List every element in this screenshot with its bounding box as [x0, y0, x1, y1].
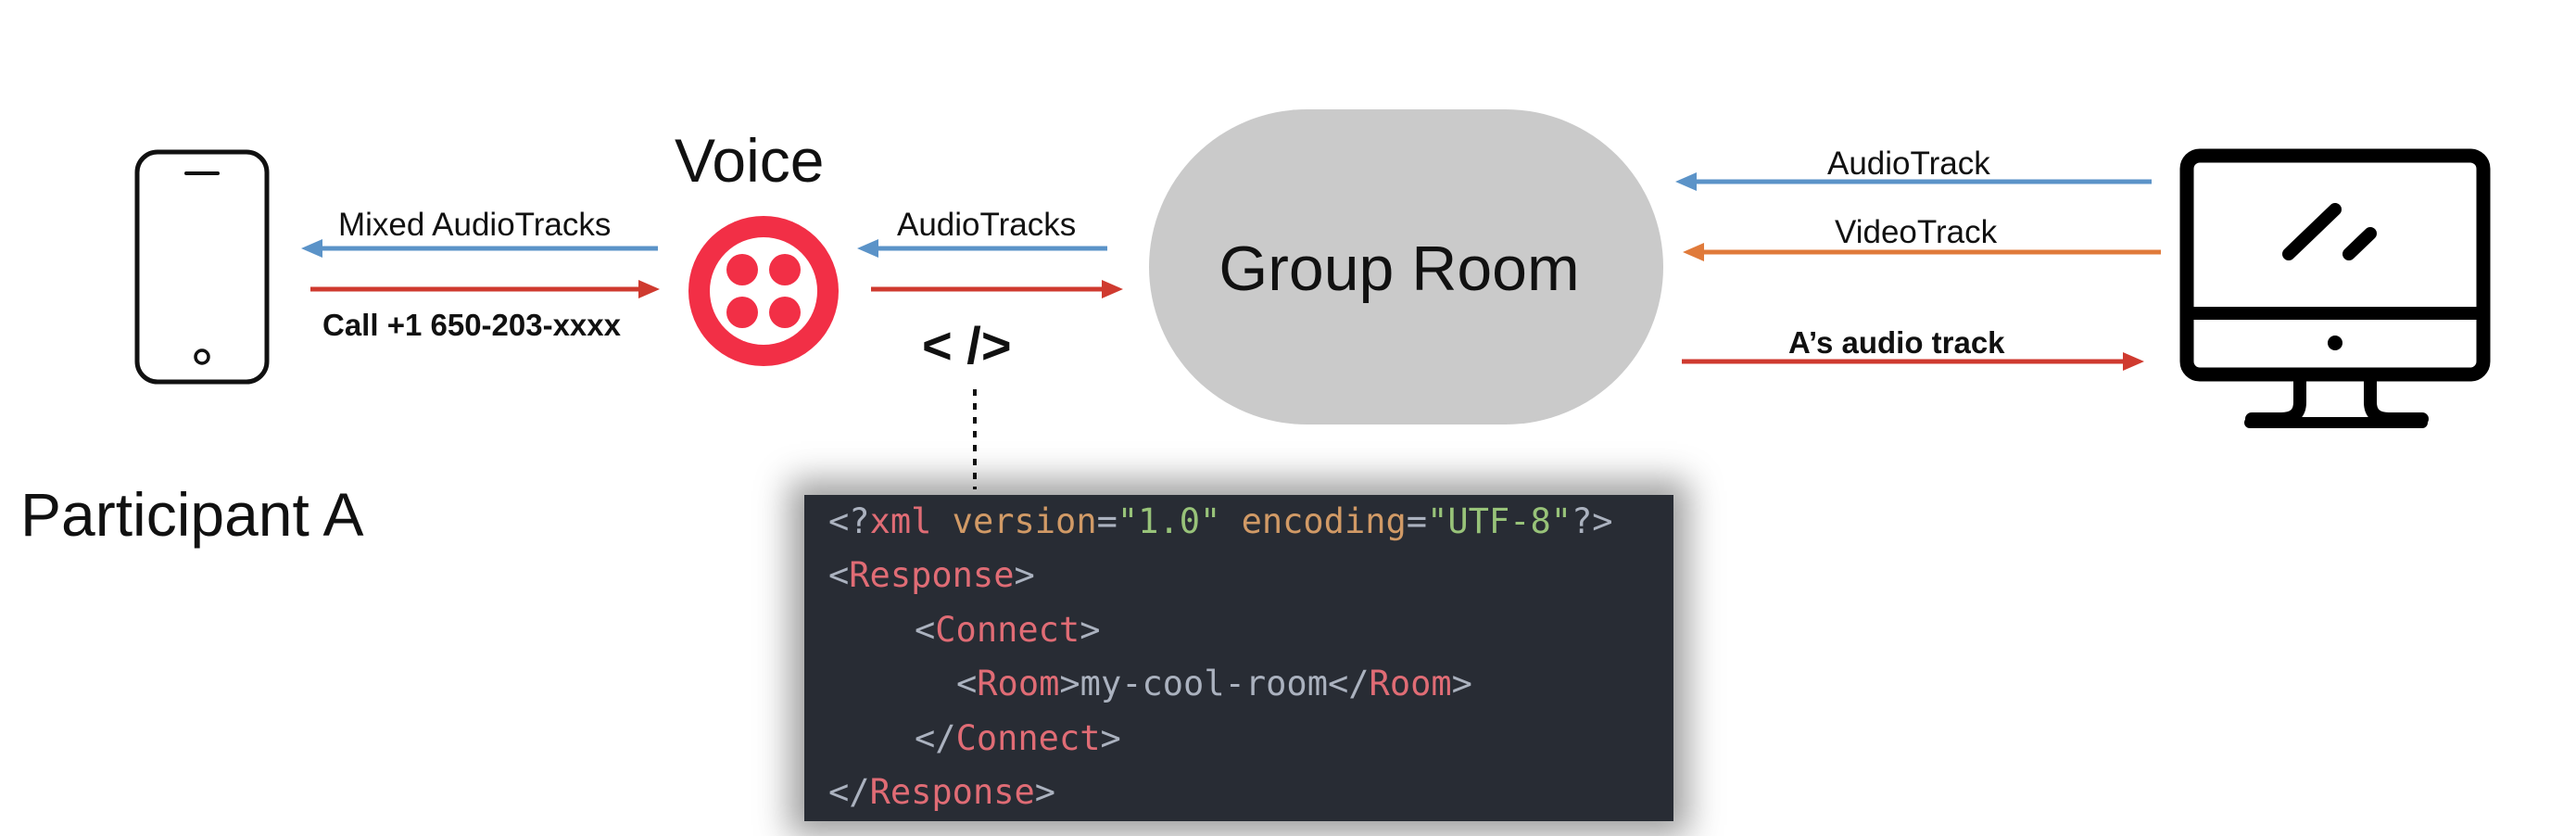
code-line-1: <?xml version="1.0" encoding="UTF-8"?> — [828, 495, 1613, 549]
code-token: my-cool-room — [1080, 664, 1328, 703]
code-symbol: < /> — [922, 316, 1012, 374]
code-token: </ — [828, 772, 870, 812]
code-token: version — [952, 501, 1097, 541]
code-token: ?> — [1572, 501, 1613, 541]
code-token: encoding — [1241, 501, 1407, 541]
twilio-logo-icon — [688, 216, 839, 366]
video-track-arrow — [1683, 243, 2161, 261]
code-token: </ — [1327, 664, 1370, 703]
a-audio-track-label: A’s audio track — [1788, 325, 2005, 360]
call-label: Call +1 650-203-xxxx — [322, 308, 622, 342]
video-track-label: VideoTrack — [1835, 214, 1998, 250]
code-token: Response — [869, 772, 1035, 812]
code-token: < — [828, 555, 850, 595]
code-token: "UTF-8" — [1427, 501, 1572, 541]
code-token: <? — [828, 501, 870, 541]
code-token: Response — [849, 555, 1015, 595]
code-token: > — [1059, 664, 1080, 703]
code-token: > — [1100, 718, 1121, 758]
desktop-monitor-icon — [2179, 148, 2491, 428]
code-line-5: </Connect> — [915, 712, 1121, 766]
twiml-code-block: <?xml version="1.0" encoding="UTF-8"?> <… — [804, 495, 1673, 821]
code-token: > — [1451, 664, 1472, 703]
code-token: </ — [915, 718, 956, 758]
twiml-arrow — [871, 280, 1123, 298]
code-token: Connect — [935, 610, 1080, 650]
mixed-audio-tracks-label: Mixed AudioTracks — [338, 207, 611, 243]
code-token: = — [1406, 501, 1428, 541]
group-room-label: Group Room — [1219, 234, 1579, 304]
code-line-2: <Response> — [828, 549, 1035, 602]
code-token: Connect — [955, 718, 1101, 758]
code-line-3: <Connect> — [915, 603, 1101, 657]
code-token: > — [1034, 772, 1056, 812]
code-line-6: </Response> — [828, 766, 1055, 819]
voice-label: Voice — [675, 126, 824, 195]
code-token: Room — [1369, 664, 1452, 703]
mixed-audio-tracks-arrow — [301, 239, 658, 258]
code-token: > — [1014, 555, 1035, 595]
code-token: Room — [977, 664, 1060, 703]
code-line-4: <Room>my-cool-room</Room> — [956, 657, 1472, 711]
group-room-node — [1149, 109, 1663, 424]
code-token: = — [1096, 501, 1118, 541]
audio-track-arrow — [1675, 172, 2152, 191]
participant-label: Participant A — [20, 480, 364, 549]
call-arrow — [310, 280, 660, 298]
code-token: > — [1080, 610, 1101, 650]
code-token: xml — [869, 501, 932, 541]
code-token: < — [915, 610, 936, 650]
phone-icon — [134, 149, 270, 385]
a-audio-track-arrow — [1682, 352, 2144, 371]
audio-track-label: AudioTrack — [1827, 146, 1990, 182]
code-token: "1.0" — [1117, 501, 1221, 541]
audio-tracks-label: AudioTracks — [897, 207, 1076, 243]
code-token: < — [956, 664, 978, 703]
audio-tracks-arrow — [857, 239, 1107, 258]
